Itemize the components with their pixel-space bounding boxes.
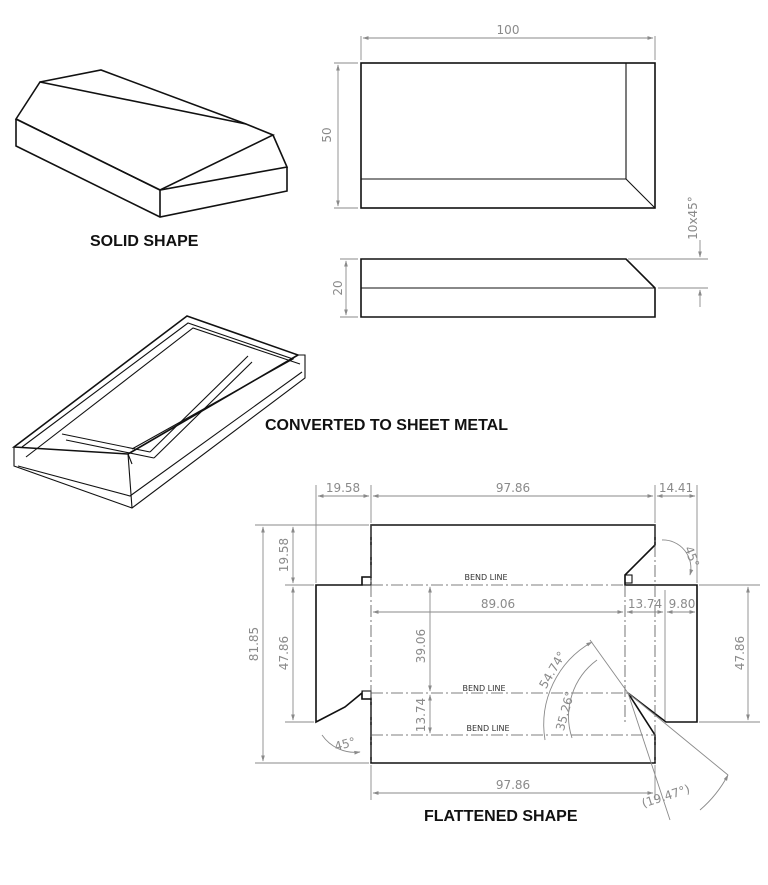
- dim-height: 50: [320, 127, 334, 142]
- top-view: [334, 36, 656, 209]
- dim-left-total: 81.85: [247, 627, 261, 661]
- flattened-shape-caption: FLATTENED SHAPE: [424, 808, 578, 825]
- bend-line-label-2: BEND LINE: [462, 684, 505, 693]
- angle-top-right: 45°: [682, 544, 702, 569]
- solid-shape-isometric: [14, 69, 289, 218]
- dim-left-mid: 47.86: [277, 636, 291, 670]
- dim-center-r1: 13.74: [628, 597, 662, 611]
- dim-width: 100: [497, 23, 520, 37]
- dim-center-h: 89.06: [481, 597, 515, 611]
- dim-center-r2: 9.80: [669, 597, 696, 611]
- dim-bottom: 97.86: [496, 778, 530, 792]
- bend-line-label-3: BEND LINE: [466, 724, 509, 733]
- flattened-shape: [255, 485, 760, 821]
- dim-top-mid: 97.86: [496, 481, 530, 495]
- dim-lower-v: 13.74: [414, 698, 428, 732]
- dim-left-small: 19.58: [277, 538, 291, 572]
- dim-top-left: 19.58: [326, 481, 360, 495]
- angle-bottom-left: 45°: [333, 735, 357, 754]
- sheet-metal-caption: CONVERTED TO SHEET METAL: [265, 417, 508, 434]
- sheet-metal-isometric: [11, 315, 306, 509]
- bend-line-label-1: BEND LINE: [464, 573, 507, 582]
- side-view: [340, 240, 708, 318]
- dim-top-right: 14.41: [659, 481, 693, 495]
- dim-chamfer: 10x45°: [686, 196, 700, 240]
- dim-right-h: 47.86: [733, 636, 747, 670]
- solid-shape-caption: SOLID SHAPE: [90, 233, 199, 250]
- angle-b: 35.26°: [553, 690, 577, 733]
- dim-center-v: 39.06: [414, 629, 428, 663]
- dim-side-height: 20: [331, 280, 345, 295]
